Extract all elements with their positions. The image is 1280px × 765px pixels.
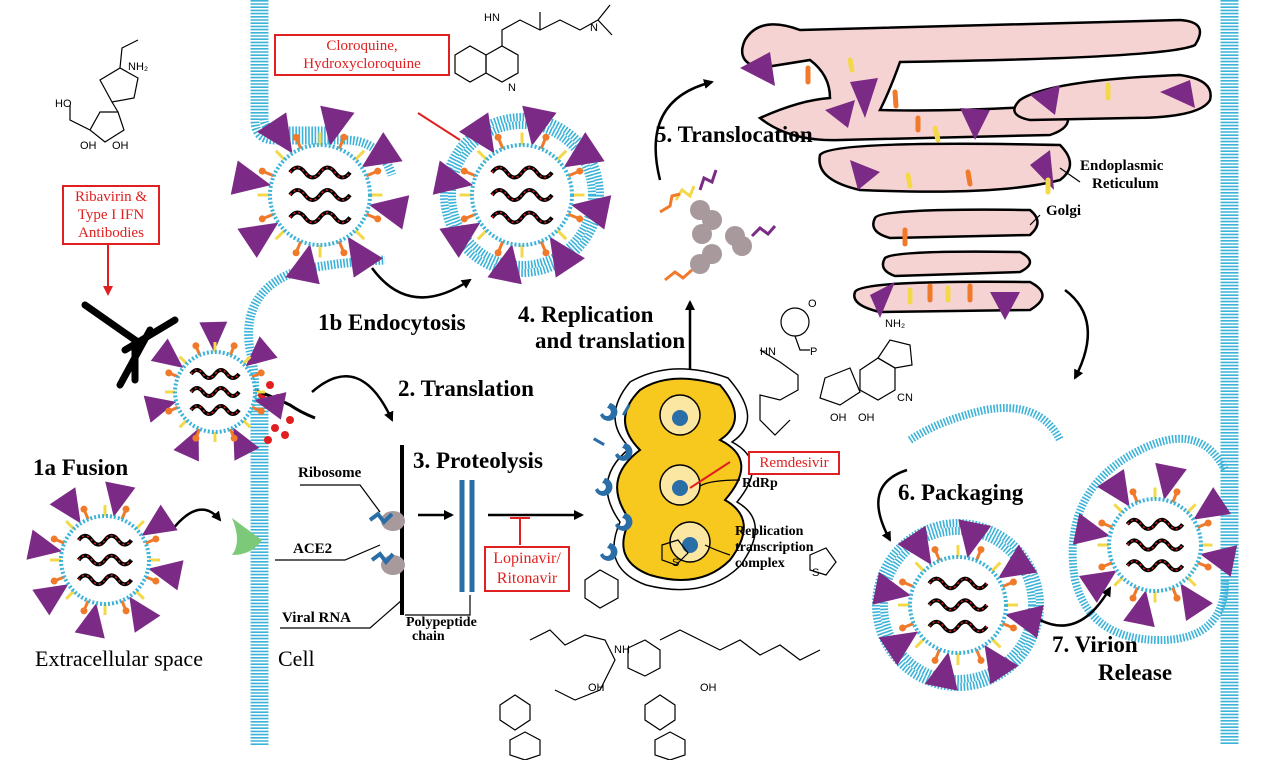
- drug-lopinavir-line2: Ritonavir: [496, 570, 558, 587]
- virion-endocytosis-entry: [230, 105, 410, 285]
- label-leader-lines: [275, 167, 1081, 629]
- chem-label-oh-rem-1: OH: [830, 412, 847, 424]
- polypeptide-fragments: [593, 403, 633, 561]
- drug-remdesivir: Remdesivir: [759, 455, 829, 471]
- replication-transcription-complex: [606, 368, 756, 591]
- chem-label-oh-1: OH: [80, 140, 97, 152]
- chem-label-hn: HN: [484, 12, 500, 24]
- chem-label-n-quinoline: N: [508, 82, 516, 94]
- drug-ribavirin-line3: Antibodies: [78, 225, 144, 241]
- chem-label-oh-2: OH: [112, 140, 129, 152]
- label-rdrp: RdRp: [742, 476, 778, 491]
- step-4-replication-line2: and translation: [535, 328, 686, 353]
- virion-released: [1072, 462, 1238, 628]
- flow-arrows: [171, 79, 1112, 627]
- drug-lopinavir-line1: Lopinavir/: [493, 550, 561, 567]
- chemical-structures: [69, 4, 913, 761]
- label-cell: Cell: [278, 646, 315, 671]
- chem-label-nh-lop: NH: [614, 644, 630, 656]
- step-2-translation: 2. Translation: [398, 376, 534, 401]
- step-1b-endocytosis: 1b Endocytosis: [318, 310, 466, 335]
- chem-label-oh-lop: OH: [588, 682, 605, 694]
- virion-in-endosome: [432, 105, 612, 285]
- label-golgi: Golgi: [1046, 203, 1082, 219]
- chem-label-p: P: [810, 346, 818, 358]
- endosome-vesicle: [440, 113, 604, 277]
- chem-label-nh2: NH₂: [128, 61, 149, 73]
- label-rtc-line1: Replication: [735, 524, 804, 539]
- cell-membrane-left: [244, 0, 397, 745]
- chem-label-s-rit-1: S: [672, 557, 680, 569]
- chem-label-n-amine: N: [590, 22, 598, 34]
- step-6-packaging: 6. Packaging: [898, 480, 1024, 505]
- label-er-line1: Endoplasmic: [1080, 158, 1164, 174]
- cell-membrane-right: [1220, 0, 1239, 745]
- virion-fusing: [143, 321, 287, 462]
- label-rtc-line2: transcription: [735, 540, 814, 555]
- step-1a-fusion: 1a Fusion: [33, 455, 129, 480]
- inhibition-lines: [103, 112, 731, 545]
- drug-box-ribavirin: Ribavirin & Type I IFN Antibodies: [62, 185, 160, 245]
- drug-chloroquine-line2: Hydroxycloroquine: [303, 56, 421, 72]
- chem-label-hn-amide: HN: [760, 346, 776, 358]
- chem-label-ho: HO: [55, 98, 72, 110]
- release-bud: [1068, 434, 1229, 645]
- chem-label-s-rit-2: S: [812, 567, 820, 579]
- virion-extracellular: [26, 481, 184, 639]
- drug-chloroquine-line1: Cloroquine,: [326, 38, 398, 54]
- chem-label-oh-rem-2: OH: [858, 412, 875, 424]
- ribosome-complex: [368, 445, 475, 615]
- drug-ribavirin-line1: Ribavirin &: [74, 189, 148, 205]
- er-protein-stubs: [805, 57, 1111, 305]
- label-rtc-line3: complex: [735, 556, 785, 571]
- ace2-receptor: [232, 518, 262, 555]
- step-7-virion-line2: Release: [1098, 660, 1173, 685]
- step-5-translocation: 5. Translocation: [655, 122, 813, 147]
- chem-label-nh2-base: NH₂: [885, 318, 906, 330]
- label-ribosome: Ribosome: [298, 465, 362, 481]
- chem-label-o-phenoxy: O: [808, 298, 817, 310]
- label-er-line2: Reticulum: [1092, 176, 1159, 192]
- packaging-vesicle: [872, 404, 1064, 691]
- label-ace2: ACE2: [293, 541, 333, 557]
- nascent-proteins: [659, 169, 777, 282]
- label-viral-rna: Viral RNA: [282, 610, 352, 626]
- step-7-virion-line1: 7. Virion: [1052, 632, 1138, 657]
- label-extracellular-space: Extracellular space: [35, 646, 203, 671]
- label-polypeptide-line1: Polypeptide: [406, 615, 477, 630]
- drug-ribavirin-line2: Type I IFN: [77, 207, 145, 223]
- antibody: [81, 301, 179, 389]
- virion-packaged: [872, 519, 1044, 691]
- step-4-replication-line1: 4. Replication: [518, 302, 654, 327]
- step-3-proteolysis: 3. Proteolysis: [413, 448, 543, 473]
- drug-box-lopinavir: Lopinavir/ Ritonavir: [484, 546, 570, 592]
- chem-label-cn: CN: [897, 392, 913, 404]
- label-polypeptide-line2: chain: [412, 629, 445, 644]
- drug-box-remdesivir: Remdesivir: [748, 451, 840, 475]
- chem-label-oh-rit: OH: [700, 682, 717, 694]
- endoplasmic-reticulum: [740, 18, 1212, 193]
- drug-box-chloroquine: Cloroquine, Hydroxycloroquine: [274, 34, 450, 76]
- er-embedded-spikes: [740, 52, 1195, 320]
